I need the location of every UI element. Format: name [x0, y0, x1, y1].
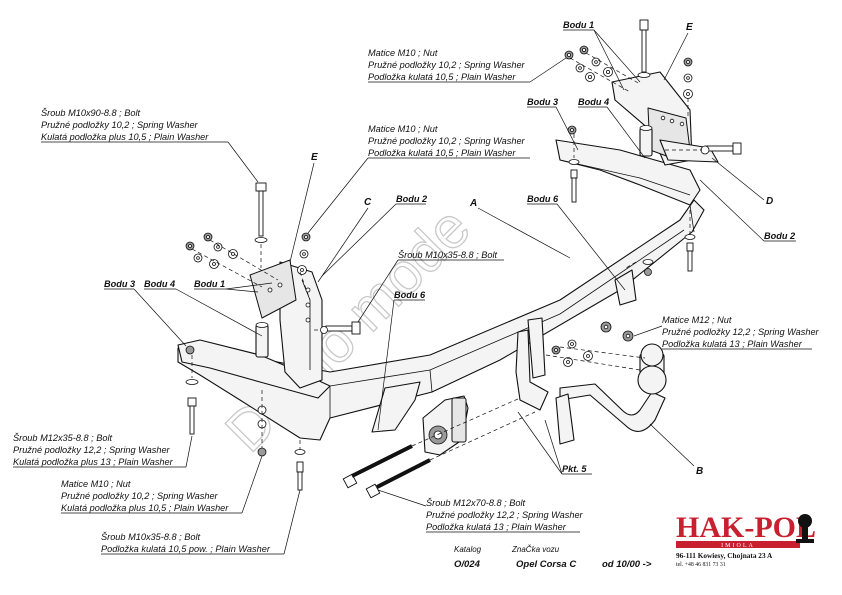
note-bolt-m12x70-line1: Šroub M12x70-8.8 ; Bolt	[426, 498, 526, 508]
crossbar-a	[177, 71, 719, 441]
note-bolt-m10x35-bottom: Šroub M10x35-8.8 ; Bolt Podložka kulatá …	[101, 489, 301, 555]
note-mid-nut-line3: Podložka kulatá 10,5 ; Plain Washer	[368, 148, 516, 158]
note-nut-m12-line3: Podložka kulatá 13 ; Plain Washer	[662, 339, 803, 349]
logo-phone: tel. +48 46 831 73 31	[676, 562, 726, 568]
pkt-5: Pkt. 5	[562, 464, 587, 474]
katalog-label: Katalog	[454, 545, 482, 554]
note-bolt-m10x90-line1: Šroub M10x90-8.8 ; Bolt	[41, 108, 141, 118]
note-top-nut-line3: Podložka kulatá 10,5 ; Plain Washer	[368, 72, 516, 82]
bodu-2-right: Bodu 2	[764, 231, 796, 241]
note-nut-m12-line1: Matice M12 ; Nut	[662, 315, 732, 325]
note-bolt-m10x35: Šroub M10x35-8.8 ; Bolt	[357, 250, 504, 323]
bodu-3-right: Bodu 3	[527, 97, 558, 107]
note-bolt-m10x90-line2: Pružné podložky 10,2 ; Spring Washer	[41, 120, 199, 130]
note-nut-m10-bottom-line2: Pružné podložky 10,2 ; Spring Washer	[61, 491, 219, 501]
note-bolt-m12x35: Šroub M12x35-8.8 ; Bolt Pružné podložky …	[13, 433, 193, 468]
note-mid-nut-line1: Matice M10 ; Nut	[368, 124, 438, 134]
hardware-left	[185, 182, 361, 491]
note-bolt-m12x35-line2: Pružné podložky 12,2 ; Spring Washer	[13, 445, 171, 455]
note-bolt-m12x35-line1: Šroub M12x35-8.8 ; Bolt	[13, 433, 113, 443]
part-letters: A B C D E E	[289, 22, 773, 477]
katalog-value: O/024	[454, 559, 481, 570]
bodu-4-right: Bodu 4	[578, 97, 609, 107]
note-bolt-m12x35-line3: Kulatá podložka plus 13 ; Plain Washer	[13, 457, 174, 467]
catalog-block: Katalog ZnaČka vozu O/024 Opel Corsa C o…	[454, 545, 652, 570]
letter-a: A	[469, 198, 477, 209]
car-brand-label: ZnaČka vozu	[511, 545, 560, 554]
note-nut-m10-bottom: Matice M10 ; Nut Pružné podložky 10,2 ; …	[61, 455, 263, 514]
bodu-6-mid: Bodu 6	[394, 290, 426, 300]
note-bolt-m10x90: Šroub M10x90-8.8 ; Bolt Pružné podložky …	[41, 108, 259, 183]
note-nut-m10-bottom-line1: Matice M10 ; Nut	[61, 479, 131, 489]
car-value: Opel Corsa C	[516, 559, 576, 570]
note-top-nut: Matice M10 ; Nut Pružné podložky 10,2 ; …	[368, 48, 567, 83]
note-top-nut-line2: Pružné podložky 10,2 ; Spring Washer	[368, 60, 526, 70]
note-bolt-m12x70-line3: Podložka kulatá 13 ; Plain Washer	[426, 522, 567, 532]
electric-socket	[422, 395, 469, 456]
note-nut-m12: Matice M12 ; Nut Pružné podložky 12,2 ; …	[633, 315, 820, 350]
logo-brand: HAK-POL	[676, 511, 816, 544]
note-nut-m10-bottom-line3: Kulatá podložka plus 10,5 ; Plain Washer	[61, 503, 229, 513]
bodu-2-mid: Bodu 2	[396, 194, 428, 204]
letter-e-left: E	[311, 152, 318, 163]
letter-b: B	[696, 466, 703, 477]
logo-sub: IMIOLA	[721, 543, 755, 549]
bodu-6-right: Bodu 6	[527, 194, 559, 204]
note-bolt-m10x90-line3: Kulatá podložka plus 10,5 ; Plain Washer	[41, 132, 209, 142]
letter-c: C	[364, 197, 372, 208]
note-nut-m12-line2: Pružné podložky 12,2 ; Spring Washer	[662, 327, 820, 337]
logo-bar	[676, 541, 800, 548]
bodu-3-left: Bodu 3	[104, 279, 135, 289]
bodu-4-left: Bodu 4	[144, 279, 175, 289]
note-bolt-m10x35-bottom-line2: Podložka kulatá 10,5 pow. ; Plain Washer	[101, 544, 271, 554]
note-bolt-m12x70-line2: Pružné podložky 12,2 ; Spring Washer	[426, 510, 584, 520]
hardware-ball	[342, 321, 646, 499]
note-bolt-m12x70: Šroub M12x70-8.8 ; Bolt Pružné podložky …	[377, 489, 584, 533]
point-labels: Bodu 1 Bodu 3 Bodu 4 Bodu 6 Bodu 2 Bodu …	[104, 20, 796, 475]
note-mid-nut: Matice M10 ; Nut Pružné podložky 10,2 ; …	[307, 124, 530, 234]
tow-hitch-icon	[796, 514, 814, 543]
bodu-1-left: Bodu 1	[194, 279, 225, 289]
date-value: od 10/00 ->	[602, 559, 652, 570]
note-bolt-m10x35-bottom-line1: Šroub M10x35-8.8 ; Bolt	[101, 532, 201, 542]
letter-e-right: E	[686, 22, 693, 33]
note-bolt-m10x35-line1: Šroub M10x35-8.8 ; Bolt	[398, 250, 498, 260]
tow-ball-b	[555, 343, 667, 445]
logo-address: 96-111 Kowiesy, Chojnata 23 A	[676, 551, 773, 560]
note-mid-nut-line2: Pružné podložky 10,2 ; Spring Washer	[368, 136, 526, 146]
bodu-1-top: Bodu 1	[563, 20, 594, 30]
hakpol-logo: HAK-POL IMIOLA 96-111 Kowiesy, Chojnata …	[676, 511, 816, 568]
hardware-top-right	[564, 19, 742, 276]
letter-d: D	[766, 196, 773, 207]
note-top-nut-line1: Matice M10 ; Nut	[368, 48, 438, 58]
